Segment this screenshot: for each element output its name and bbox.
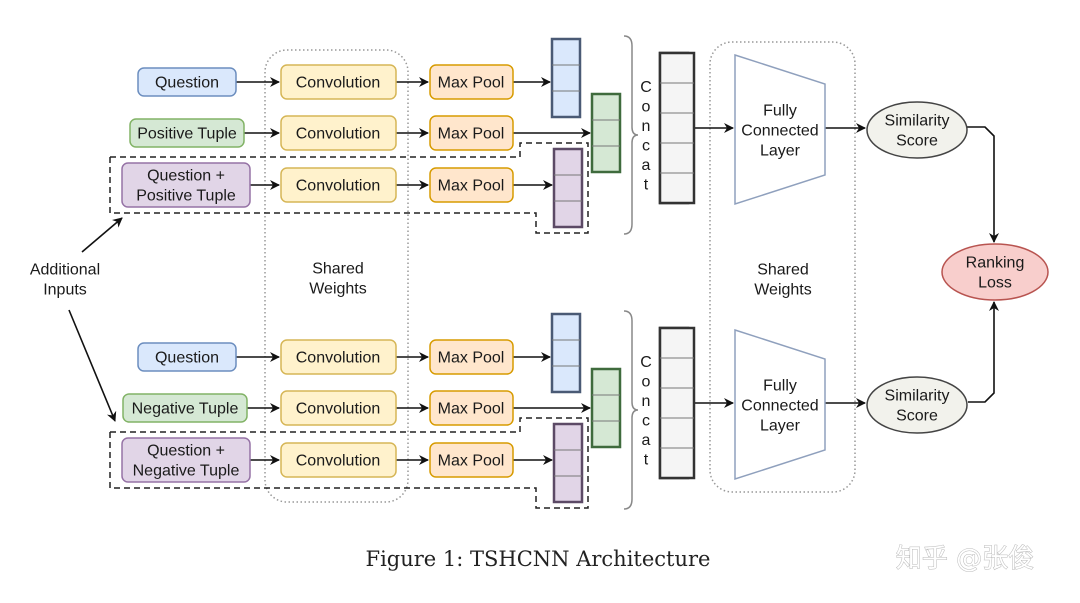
top-input-tuple <box>129 118 245 148</box>
top-input-question <box>137 67 237 97</box>
top-max-pool-3 <box>429 167 514 203</box>
bottom-fully-connected-layer <box>734 328 826 481</box>
bottom-additional-input-group-outline <box>109 417 589 509</box>
bottom-input-combined <box>121 437 251 483</box>
top-additional-input-group-outline <box>109 142 589 234</box>
shared-weights-conv-group <box>264 49 409 503</box>
top-convolution-2 <box>280 115 397 151</box>
top-similarity-score <box>866 101 968 159</box>
ranking-loss <box>941 243 1049 301</box>
top-concat-brace <box>623 35 639 235</box>
top-concatenated-vector-frame <box>658 51 696 205</box>
top-convolution-3 <box>280 167 397 203</box>
top-max-pool-2-label: Max Pool <box>438 126 505 143</box>
bottom-input-tuple-label: Negative Tuple <box>132 401 239 418</box>
bottom-concatenated-vector-frame <box>658 326 696 480</box>
bottom-combined-vector <box>552 422 584 504</box>
bottom-convolution-2-label: Convolution <box>296 401 381 418</box>
top-input-combined-label: Question +Positive Tuple <box>136 168 236 205</box>
bottom-max-pool-3 <box>429 442 514 478</box>
bottom-max-pool-2 <box>429 390 514 426</box>
bottom-input-combined-label: Question +Negative Tuple <box>133 443 240 480</box>
top-max-pool-3-label: Max Pool <box>438 178 505 195</box>
top-max-pool-1 <box>429 64 514 100</box>
additional-inputs-arrow-top <box>81 217 123 253</box>
bottom-similarity-score <box>866 376 968 434</box>
top-convolution-1 <box>280 64 397 100</box>
bottom-input-question-label: Question <box>155 350 219 367</box>
top-tuple-vector <box>590 92 622 174</box>
top-fully-connected-layer <box>734 53 826 206</box>
top-max-pool-2 <box>429 115 514 151</box>
edge-top-score-to-loss <box>967 126 999 243</box>
top-input-tuple-label: Positive Tuple <box>137 126 237 143</box>
top-combined-vector <box>552 147 584 229</box>
bottom-max-pool-3-label: Max Pool <box>438 453 505 470</box>
bottom-max-pool-1-label: Max Pool <box>438 350 505 367</box>
top-convolution-1-label: Convolution <box>296 75 381 92</box>
bottom-max-pool-1 <box>429 339 514 375</box>
bottom-convolution-1 <box>280 339 397 375</box>
top-question-vector <box>550 37 582 119</box>
bottom-max-pool-2-label: Max Pool <box>438 401 505 418</box>
figure-caption: Figure 1: TSHCNN Architecture <box>366 547 711 571</box>
bottom-tuple-vector <box>590 367 622 449</box>
bottom-concat-brace <box>623 310 639 510</box>
bottom-question-vector <box>550 312 582 394</box>
top-convolution-2-label: Convolution <box>296 126 381 143</box>
edge-bottom-score-to-loss <box>968 301 999 403</box>
top-input-question-label: Question <box>155 75 219 92</box>
top-input-combined <box>121 162 251 208</box>
bottom-input-tuple <box>122 393 248 423</box>
bottom-input-question <box>137 342 237 372</box>
bottom-convolution-1-label: Convolution <box>296 350 381 367</box>
top-convolution-3-label: Convolution <box>296 178 381 195</box>
watermark: 知乎 @张俊 <box>896 544 1034 574</box>
bottom-convolution-2 <box>280 390 397 426</box>
additional-inputs-arrow-bottom <box>68 309 117 422</box>
bottom-convolution-3-label: Convolution <box>296 453 381 470</box>
top-max-pool-1-label: Max Pool <box>438 75 505 92</box>
bottom-convolution-3 <box>280 442 397 478</box>
